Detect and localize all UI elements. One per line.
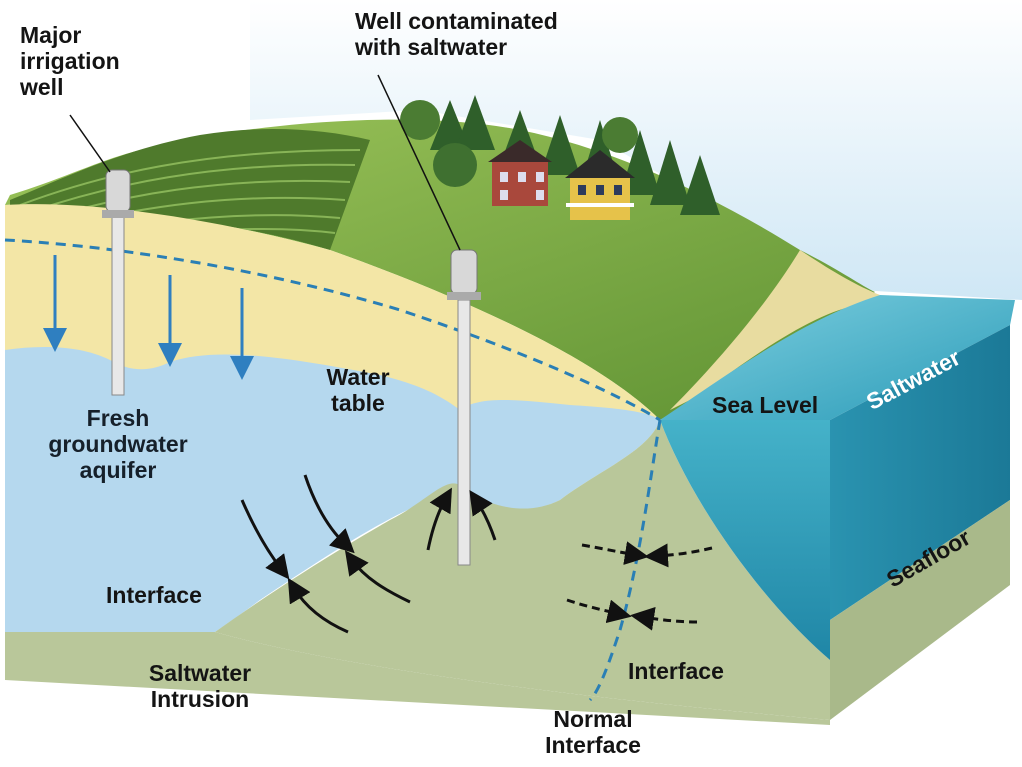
label-interface-left: Interface [106,582,202,608]
sea-side [830,325,1010,620]
seafloor-side [830,500,1010,720]
label-major-irrigation-well: Major irrigation well [20,22,120,100]
sea-front [660,420,830,660]
red-house [488,140,552,206]
callout-irrigation-well [69,114,111,173]
interface-arrows [566,541,713,631]
label-normal-interface: Normal Interface [545,706,641,758]
label-saltwater-intrusion: Saltwater Intrusion [148,660,252,712]
label-sea-level: Sea Level [712,392,819,418]
fresh-groundwater-aquifer [5,347,660,632]
seafloor-front [700,660,830,720]
callout-contaminated-well [377,74,461,251]
label-well-contaminated: Well contaminated with saltwater [355,8,558,60]
yellow-house [565,150,635,220]
label-interface-right: Interface [628,658,724,684]
irrigation-well [102,169,134,396]
sand-layer [5,204,660,445]
crop-field [10,128,370,250]
contaminated-well [447,249,481,566]
intrusion-arrows [240,474,497,634]
saltwater-wedge-ground [215,420,830,720]
label-water-table: Water table [326,364,390,416]
sea-surface [660,295,1015,420]
ground-bottom [5,632,830,725]
recharge-arrows [43,255,254,380]
beach [670,250,880,410]
water-table-line [4,238,661,422]
label-fresh-groundwater-aquifer: Fresh groundwater aquifer [48,405,188,483]
